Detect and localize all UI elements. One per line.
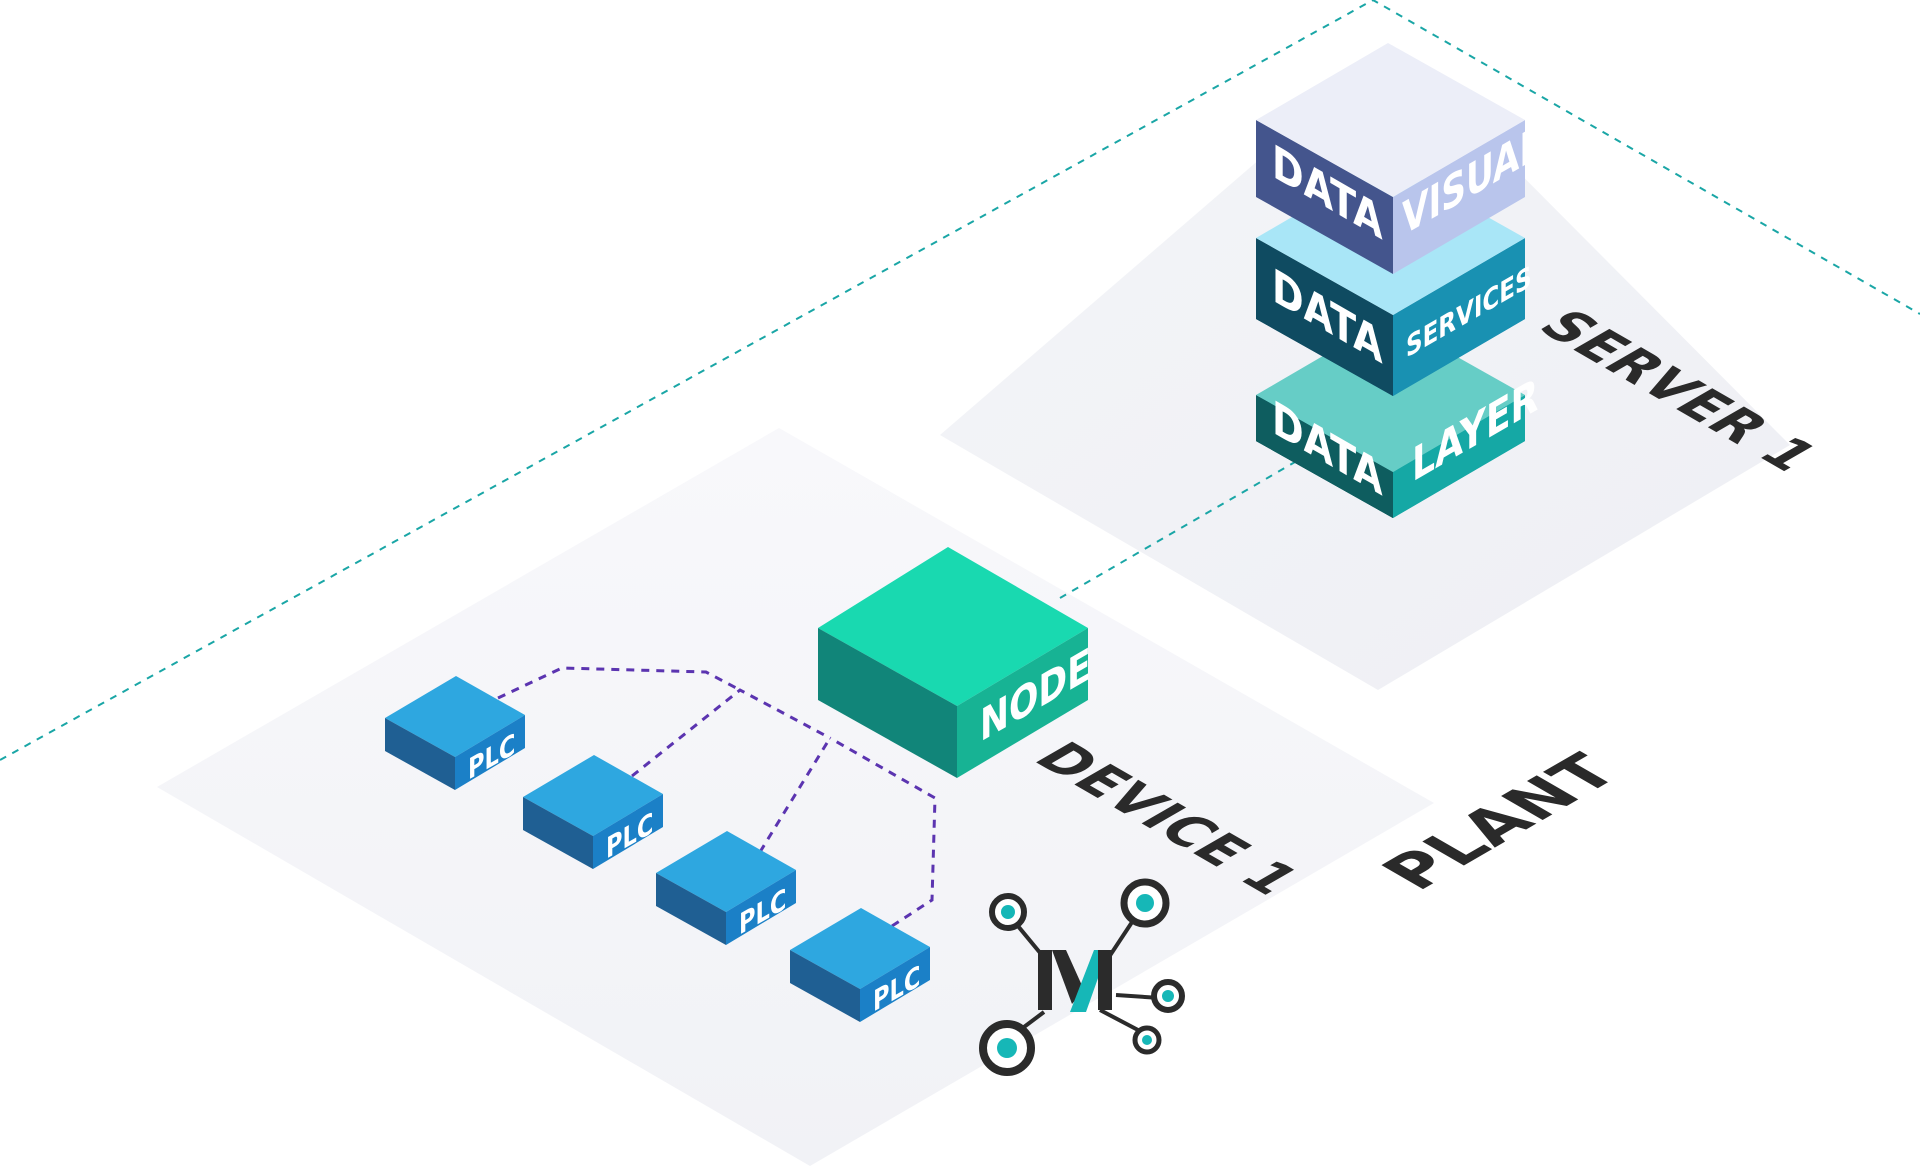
node-to-data-layer-link — [1059, 435, 1341, 599]
network-m-logo-icon — [979, 878, 1185, 1076]
plc-device-4: PLC — [790, 908, 930, 1022]
node-device: NODE — [818, 547, 1091, 778]
data-visual-top-face — [1256, 43, 1525, 197]
data-layer-right-face — [1393, 395, 1525, 518]
data-layer-left-face — [1256, 395, 1393, 518]
plc-network-links — [497, 666, 937, 928]
plant-boundary — [0, 0, 1920, 761]
data-services-left-face-full — [1256, 238, 1393, 396]
data-stack: DATA LAYER DATA SERVICES DATA VISUAL — [1256, 43, 1541, 518]
plc-device-2: PLC — [523, 755, 663, 869]
data-visual-left-face — [1256, 120, 1393, 274]
plant-label: PLANT — [1366, 744, 1637, 900]
data-visual-right-face — [1393, 120, 1525, 274]
data-services-right-face-full — [1393, 238, 1525, 396]
